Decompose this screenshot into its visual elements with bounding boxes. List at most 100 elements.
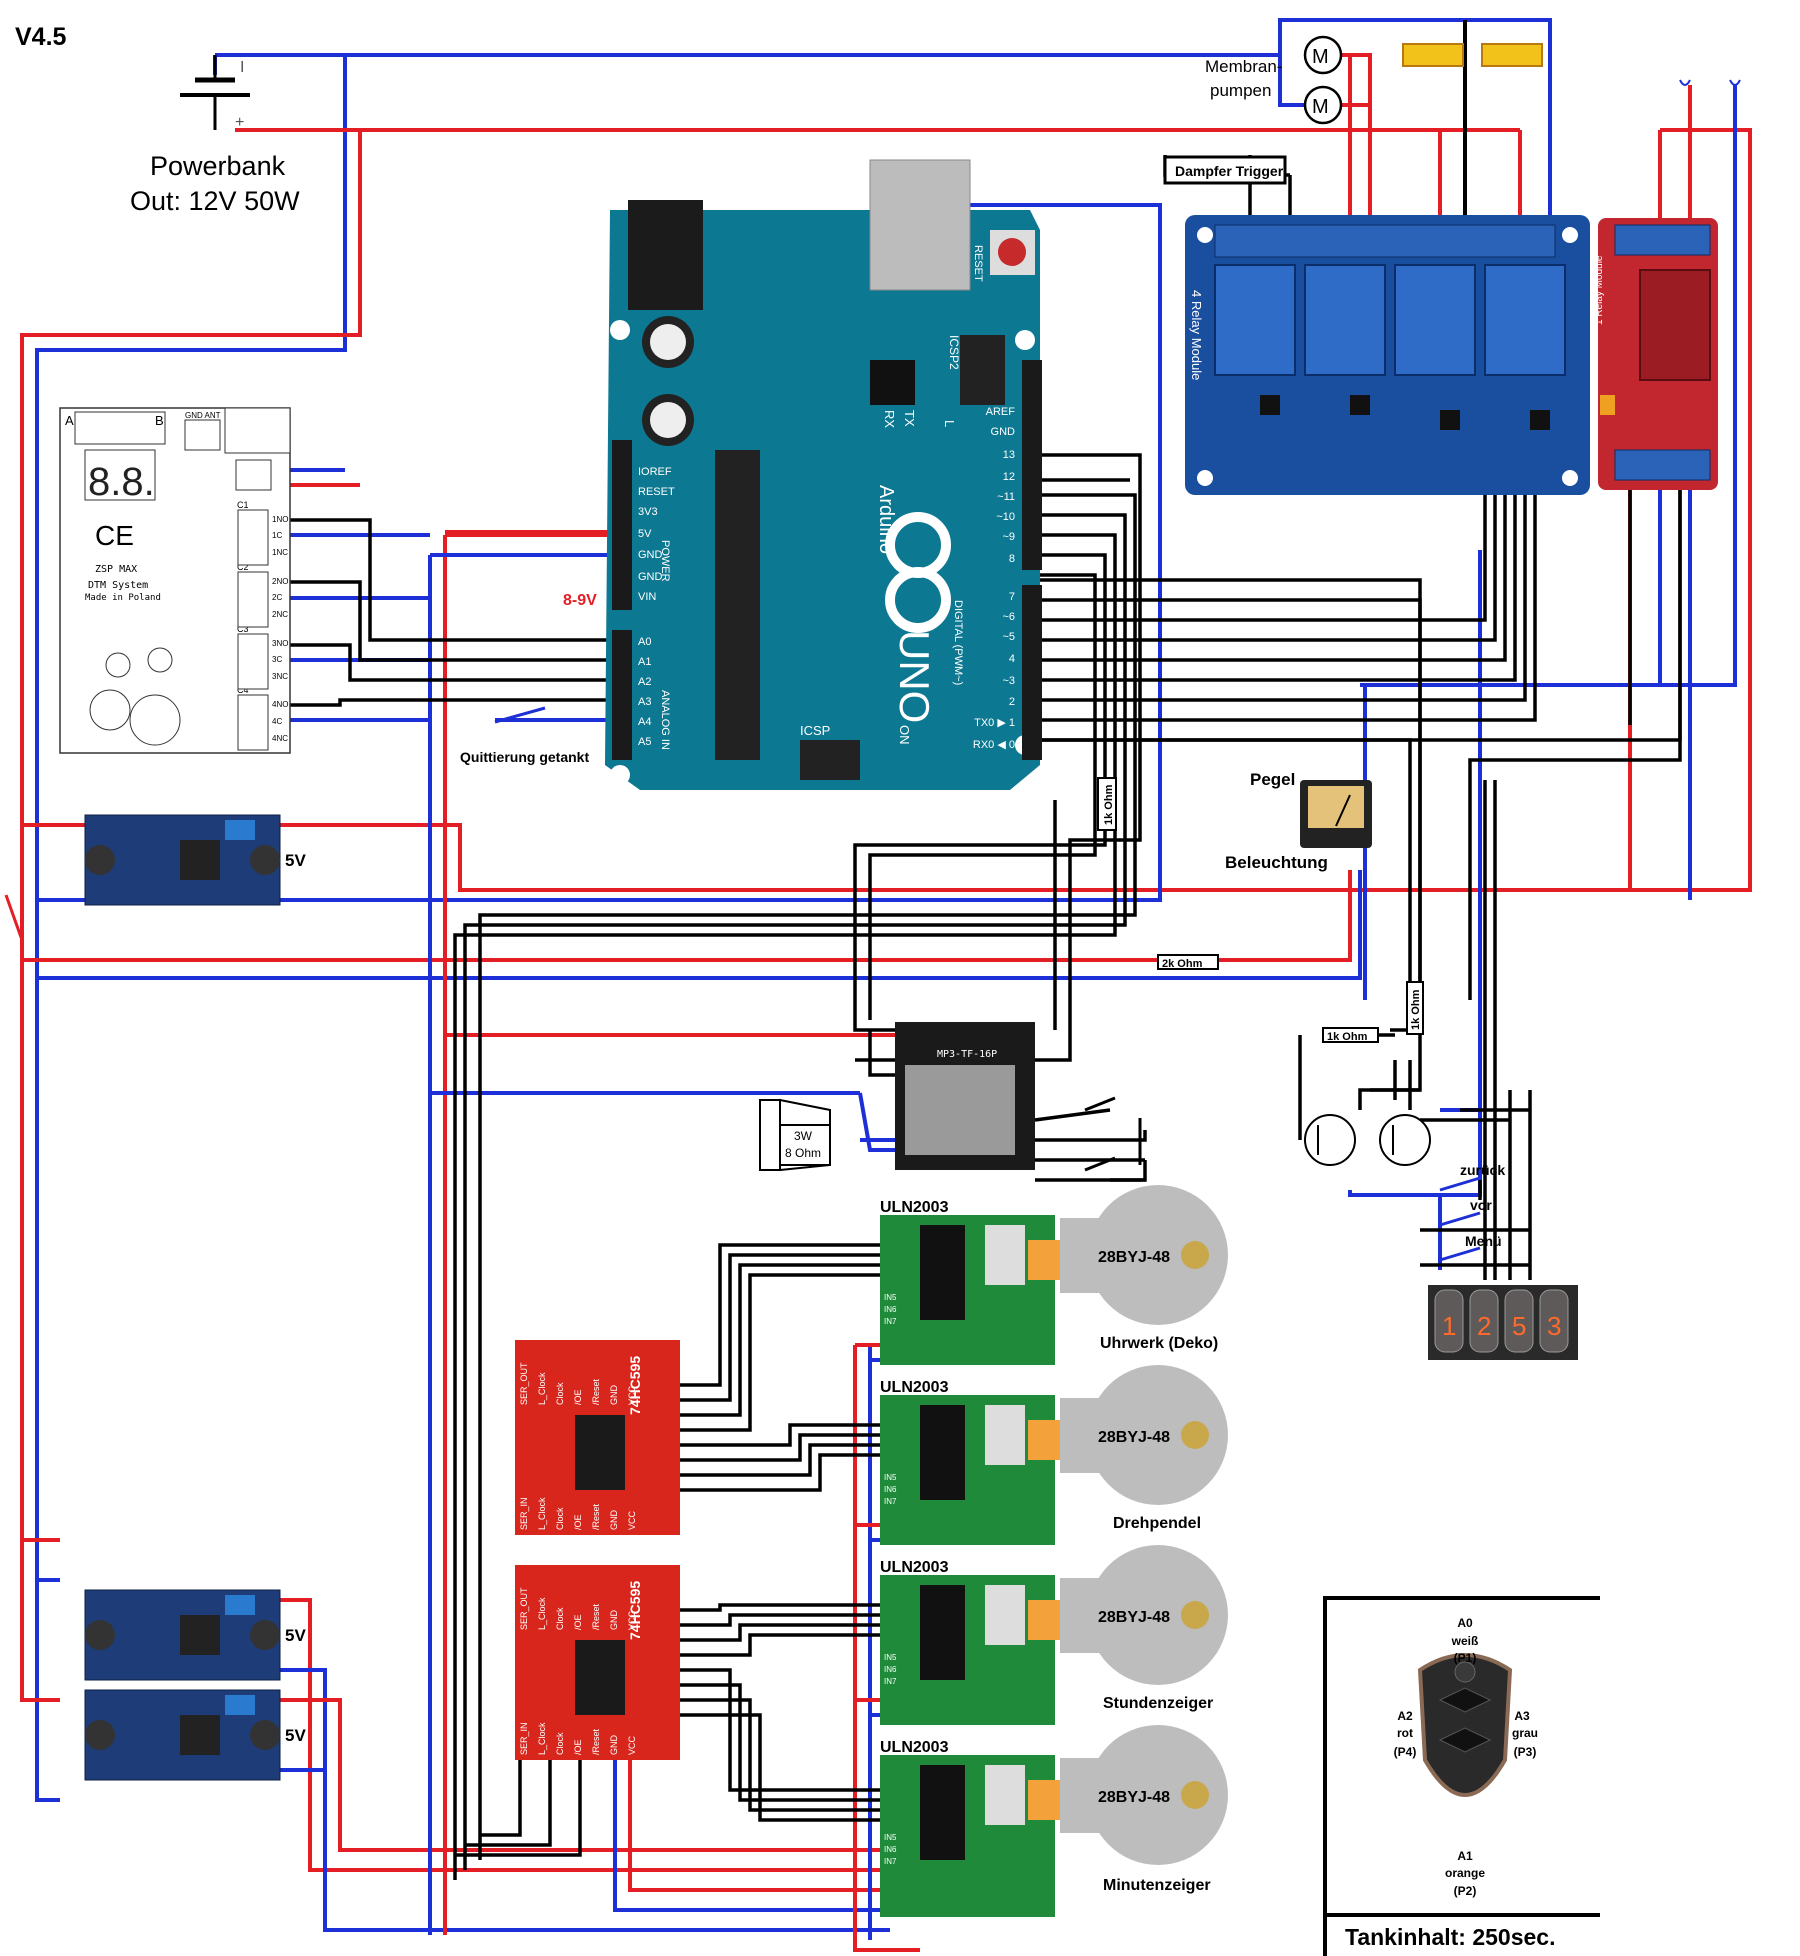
relay-screw-terminals xyxy=(1214,224,1556,258)
pegel-label: Pegel xyxy=(1250,770,1295,789)
pin-10: ~10 xyxy=(996,511,1015,523)
arduino-usb-jack xyxy=(869,159,971,291)
svg-text:4C: 4C xyxy=(272,717,282,726)
svg-text:VCC: VCC xyxy=(627,1385,637,1405)
svg-text:IN5: IN5 xyxy=(884,1653,897,1662)
arduino-icsp-label: ICSP xyxy=(800,723,830,738)
svg-text:2NO: 2NO xyxy=(272,577,288,586)
svg-text:IN6: IN6 xyxy=(884,1305,897,1314)
buck-2-output: 5V xyxy=(285,1626,306,1645)
svg-text:weiß: weiß xyxy=(1451,1634,1479,1648)
pin-a2: A2 xyxy=(638,676,651,688)
navigation-buttons: zurück vor Menü xyxy=(1439,1162,1505,1262)
arduino-uno: RESET ICSP2 Arduino UNO ON TX RX L ICSP … xyxy=(605,159,1042,790)
arduino-digital-low-labels: 7 ~6 ~5 4 ~3 2 TX0 ▶ 1 RX0 ◀ 0 xyxy=(973,591,1015,751)
relay-module-4: 4 Relay Module xyxy=(1185,215,1590,495)
mp3-buttons xyxy=(1084,1096,1142,1172)
receiver-display: 8.8. xyxy=(88,460,155,504)
pin-ioref: IOREF xyxy=(638,466,672,478)
speaker-line1: 3W xyxy=(794,1129,813,1143)
svg-text:1NO: 1NO xyxy=(272,515,288,524)
svg-text:IN7: IN7 xyxy=(884,1497,897,1506)
buck-converter-3: 5V xyxy=(84,1689,306,1781)
pin-a1: A1 xyxy=(638,656,651,668)
dampfer-trigger: Dampfer Trigger xyxy=(1163,155,1287,185)
receiver-terminals xyxy=(237,509,269,751)
nixie-display: 1 2 5 3 xyxy=(1428,1285,1578,1360)
vin-voltage-label: 8-9V xyxy=(563,592,597,609)
stepper-4-caption: Minutenzeiger xyxy=(1103,1877,1211,1894)
svg-text:orange: orange xyxy=(1445,1866,1485,1880)
signal-wiring xyxy=(290,155,1682,1880)
svg-text:SER_OUT: SER_OUT xyxy=(519,1362,529,1405)
arduino-power-pin-labels: IOREF RESET 3V3 5V GND GND VIN xyxy=(638,466,675,603)
svg-text:GND: GND xyxy=(609,1610,619,1631)
pin-6: ~6 xyxy=(1002,611,1015,623)
svg-text:Clock: Clock xyxy=(555,1507,565,1530)
pin-11: ~11 xyxy=(997,491,1015,503)
svg-text:A0: A0 xyxy=(1457,1616,1473,1630)
powerbank-output: Out: 12V 50W xyxy=(130,186,300,216)
stepper-unit-2: ULN2003 IN5 IN6 IN7 28BYJ-48 Drehpendel xyxy=(880,1365,1228,1545)
receiver-system: DTM System xyxy=(88,580,148,591)
relay-module-1-title: 1 Relay Module xyxy=(1594,255,1605,325)
resistor-1-label: 1k Ohm xyxy=(1103,784,1115,825)
pump-motor-1 xyxy=(1303,35,1343,75)
svg-text:3NO: 3NO xyxy=(272,639,288,648)
svg-text:/OE: /OE xyxy=(573,1614,583,1630)
svg-text:A3: A3 xyxy=(1514,1709,1530,1723)
svg-text:2NC: 2NC xyxy=(272,610,288,619)
pin-gnd-3: GND xyxy=(991,426,1016,438)
arduino-icsp2-label: ICSP2 xyxy=(947,335,961,370)
svg-text:L_Clock: L_Clock xyxy=(537,1372,547,1405)
connector-icon-2 xyxy=(1729,79,1741,86)
main-switch xyxy=(4,894,24,941)
arduino-logo-icon xyxy=(885,512,951,633)
uln-4-label: ULN2003 xyxy=(880,1739,949,1756)
version-label: V4.5 xyxy=(15,23,67,51)
uln-1-label: ULN2003 xyxy=(880,1199,949,1216)
nixie-digit-2: 2 xyxy=(1477,1311,1491,1341)
svg-text:IN7: IN7 xyxy=(884,1857,897,1866)
resistor-2-label: 2k Ohm xyxy=(1162,958,1203,970)
uln-2-label: ULN2003 xyxy=(880,1379,949,1396)
pin-a5: A5 xyxy=(638,736,651,748)
pin-3: ~3 xyxy=(1002,675,1015,687)
svg-text:GND: GND xyxy=(609,1385,619,1406)
svg-text:SER_OUT: SER_OUT xyxy=(519,1587,529,1630)
remote-receiver: A B 8.8. GND ANT CE ZSP MAX DTM System M… xyxy=(59,407,291,754)
tank-content-label: Tankinhalt: 250sec. xyxy=(1345,1924,1556,1950)
stepper-4-motor: 28BYJ-48 xyxy=(1098,1789,1170,1806)
pin-8: 8 xyxy=(1009,553,1015,565)
pin-3v3: 3V3 xyxy=(638,506,658,518)
svg-text:L_Clock: L_Clock xyxy=(537,1722,547,1755)
relay-blocks xyxy=(1214,264,1566,376)
svg-text:VCC: VCC xyxy=(627,1610,637,1630)
receiver-a: A xyxy=(65,413,74,428)
button-vor-label: vor xyxy=(1470,1197,1492,1213)
svg-text:L_Clock: L_Clock xyxy=(537,1497,547,1530)
receiver-model: ZSP MAX xyxy=(95,564,137,575)
dampfer-trigger-label: Dampfer Trigger xyxy=(1175,163,1284,179)
svg-text:/OE: /OE xyxy=(573,1389,583,1405)
pump-label-2: pumpen xyxy=(1210,81,1271,100)
svg-text:/Reset: /Reset xyxy=(591,1728,601,1755)
relay-module-1: 1 Relay Module xyxy=(1594,218,1718,490)
button-zurueck-label: zurück xyxy=(1460,1162,1505,1178)
svg-text:(P1): (P1) xyxy=(1454,1651,1477,1665)
stepper-1-caption: Uhrwerk (Deko) xyxy=(1100,1335,1218,1352)
svg-text:IN6: IN6 xyxy=(884,1485,897,1494)
shift-register-1: 74HC595 SER_OUT L_Clock Clock /OE /Reset… xyxy=(515,1340,680,1535)
arduino-reset-label: RESET xyxy=(972,245,984,282)
arduino-on-label: ON xyxy=(897,725,912,745)
svg-text:Clock: Clock xyxy=(555,1382,565,1405)
stepper-2-motor: 28BYJ-48 xyxy=(1098,1429,1170,1446)
svg-text:/OE: /OE xyxy=(573,1739,583,1755)
beleuchtung-label: Beleuchtung xyxy=(1225,853,1328,872)
resistor-2k: 2k Ohm xyxy=(1157,954,1219,970)
arduino-l-label: L xyxy=(942,420,957,427)
shift-1-chip: 74HC595 xyxy=(627,1356,643,1415)
pin-12: 12 xyxy=(1003,471,1015,483)
quittierung-label: Quittierung getankt xyxy=(460,749,589,765)
pin-a3: A3 xyxy=(638,696,651,708)
